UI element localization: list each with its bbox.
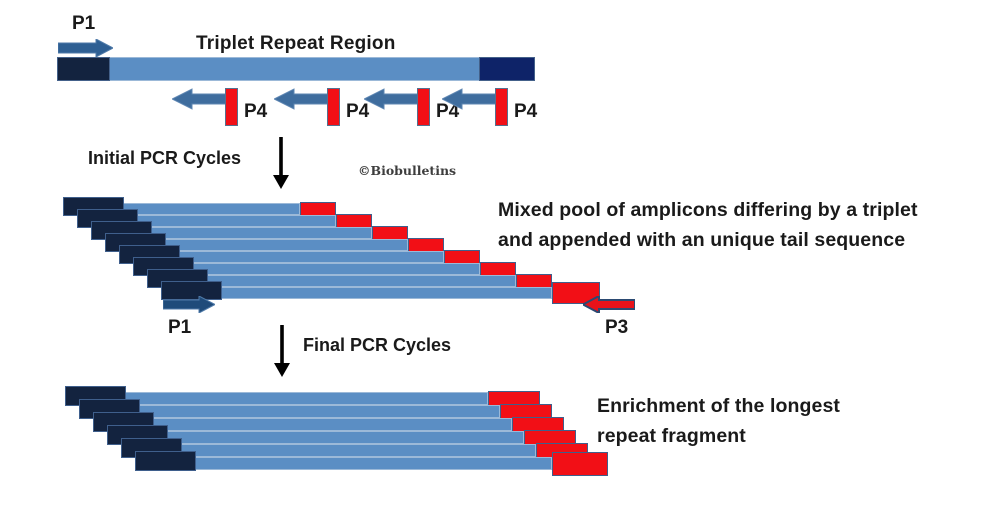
reverse-arrow-icon-p4-2 [274, 88, 334, 110]
reverse-arrow-icon-p4-4 [442, 88, 502, 110]
amplicon-body [120, 203, 300, 215]
down-arrow-icon-1 [271, 137, 291, 189]
amplicon-body [148, 227, 372, 239]
amplicon-body [176, 251, 444, 263]
amplicon-body [134, 215, 336, 227]
page-title: Triplet Repeat Region [196, 33, 396, 54]
amplicon-body [190, 263, 480, 275]
transition-label-initial-pcr: Initial PCR Cycles [88, 148, 242, 168]
primer-label-p1-middle: P1 [168, 317, 192, 338]
primer-group-p4-4: P4 [442, 88, 537, 128]
amplicon-body [218, 287, 552, 299]
template-left-block [57, 57, 110, 81]
forward-arrow-icon-p1-top [57, 38, 115, 58]
amplicon-tail [552, 452, 608, 476]
description-bottom-line-2: repeat fragment [597, 425, 746, 447]
amplicon-tail [372, 226, 408, 240]
tail-marker-p4-3 [417, 88, 430, 126]
primer-group-p4-3: P4 [364, 88, 459, 128]
tail-marker-p4-1 [225, 88, 238, 126]
primer-label-p3-middle: P3 [605, 317, 629, 338]
amplicon-tail [552, 282, 600, 304]
amplicon-body [162, 239, 408, 251]
amplicon-tail [444, 250, 480, 264]
amplicon-tail [408, 238, 444, 252]
primer-group-p4-2: P4 [274, 88, 369, 128]
down-arrow-icon-2 [272, 325, 292, 377]
amplicon-body [150, 418, 512, 431]
template-right-block [479, 57, 535, 81]
primer-label-p4-3: P4 [436, 101, 460, 122]
amplicon-body [164, 431, 524, 444]
primer-group-p4-1: P4 [172, 88, 267, 128]
reverse-arrow-icon-p3-middle [580, 294, 636, 315]
amplicon-tail [300, 202, 336, 216]
primer-label-p4-1: P4 [244, 101, 268, 122]
tail-marker-p4-4 [495, 88, 508, 126]
amplicon-body [178, 444, 536, 457]
reverse-arrow-icon-p4-1 [172, 88, 232, 110]
template-dna-bar [57, 57, 535, 81]
amplicon-body [122, 392, 488, 405]
description-middle-line-2: and appended with an unique tail sequenc… [498, 229, 906, 251]
amplicon-tail [336, 214, 372, 228]
primer-label-p1-top: P1 [72, 13, 96, 34]
watermark: ©Biobulletins [358, 163, 457, 178]
amplicon-tail [516, 274, 552, 288]
description-middle-line-1: Mixed pool of amplicons differing by a t… [498, 199, 918, 221]
primer-label-p4-4: P4 [514, 101, 538, 122]
tail-marker-p4-2 [327, 88, 340, 126]
amplicon-primer-block [135, 451, 196, 471]
transition-label-final-pcr: Final PCR Cycles [303, 335, 452, 355]
amplicon-body [136, 405, 500, 418]
description-bottom-line-1: Enrichment of the longest [597, 395, 841, 417]
primer-label-p4-2: P4 [346, 101, 370, 122]
amplicon-body [204, 275, 516, 287]
forward-arrow-icon-p1-middle [162, 295, 217, 314]
reverse-arrow-icon-p4-3 [364, 88, 424, 110]
amplicon-body [192, 457, 552, 470]
amplicon-tail [480, 262, 516, 276]
